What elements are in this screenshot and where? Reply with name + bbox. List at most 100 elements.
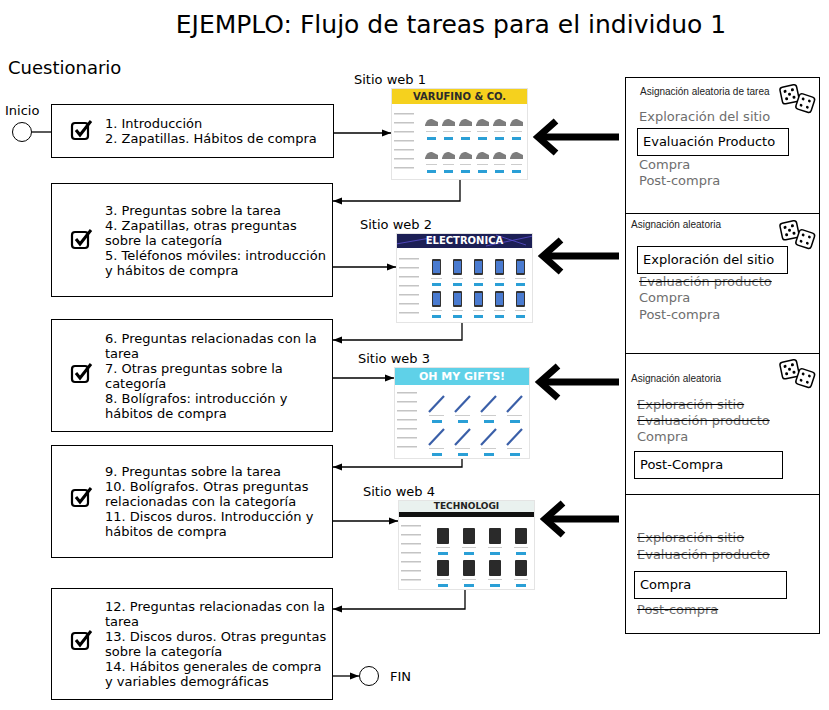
- flow-connector: [333, 459, 462, 467]
- website-screenshot: Sitio web 4TECHNOLOGI: [398, 500, 535, 590]
- selected-task-box: Compra: [634, 571, 787, 599]
- site-banner: [394, 367, 530, 385]
- check-icon: [72, 364, 91, 382]
- site-banner: [391, 88, 528, 104]
- check-icon: [72, 121, 91, 139]
- site-band: [398, 512, 535, 517]
- assignment-arrow: [545, 516, 619, 523]
- sidebar: [397, 391, 421, 453]
- questionnaire-box: 6. Preguntas relacionadas con la tarea7.…: [51, 319, 333, 432]
- terminal-circle: FIN: [359, 666, 379, 686]
- check-icon: [72, 230, 91, 248]
- section-heading: Cuestionario: [8, 57, 121, 79]
- website-banner-text: ELECTRONICA: [397, 235, 532, 247]
- question-item: 2. Zapatillas. Hábitos de compra: [105, 131, 330, 146]
- flow-connector: [334, 132, 391, 133]
- task-option: Post-compra: [639, 307, 720, 323]
- diagram-title: EJEMPLO: Flujo de tareas para el individ…: [80, 10, 822, 40]
- question-item: 5. Teléfonos móviles: introducción y háb…: [105, 248, 329, 278]
- flow-connector: [333, 590, 465, 609]
- question-item: 3. Preguntas sobre la tarea: [105, 203, 329, 218]
- task-option: Exploración del sitio: [639, 109, 770, 125]
- product-grid: [423, 112, 525, 178]
- question-item: 4. Zapatillas, otras preguntas sobre la …: [105, 218, 329, 248]
- assignment-cell: Compra Exploración sitioEvaluación produc…: [625, 494, 820, 634]
- website-banner-text: TECHNOLOGI: [399, 501, 534, 512]
- page-ground: [391, 88, 528, 180]
- task-option: Exploración sitio: [637, 530, 744, 546]
- assignment-arrow: [538, 134, 619, 141]
- flow-connector: [333, 675, 359, 676]
- flow-connector: [333, 520, 398, 521]
- sidebar: [399, 255, 423, 317]
- assignment-heading: Asignación aleatoria de tarea: [640, 86, 770, 98]
- task-option: Compra: [637, 429, 688, 445]
- terminal-circle: Inicio: [12, 122, 32, 142]
- website-screenshot-art: [396, 233, 533, 323]
- product-grid: [430, 526, 534, 590]
- task-option: Compra: [639, 157, 690, 173]
- terminal-label: Inicio: [5, 103, 39, 118]
- product-grid: [424, 393, 528, 459]
- page-ground: [398, 500, 535, 590]
- sidebar: [394, 110, 418, 172]
- questionnaire-box: 9. Preguntas sobre la tarea10. Bolígrafo…: [51, 445, 333, 558]
- assignment-heading: Asignación aleatoria: [631, 219, 721, 231]
- website-screenshot-art: [398, 500, 535, 590]
- terminal-label: FIN: [390, 669, 411, 684]
- website-title: Sitio web 2: [360, 217, 432, 232]
- site-banner: [398, 500, 535, 512]
- website-title: Sitio web 1: [354, 72, 426, 87]
- selected-task: Compra: [640, 577, 691, 593]
- website-banner-text: VARUFINO & CO.: [392, 91, 527, 103]
- product-grid: [426, 257, 531, 321]
- website-banner-text: OH MY GIFTS!: [395, 370, 529, 383]
- question-item: 10. Bolígrafos. Otras preguntas relacion…: [105, 479, 329, 509]
- flow-connector: [32, 131, 51, 132]
- question-item: 12. Preguntas relacionadas con la tarea: [105, 599, 329, 629]
- website-screenshot-art: [394, 367, 530, 459]
- check-icon: [72, 631, 91, 649]
- website-title: Sitio web 3: [358, 351, 430, 366]
- task-option: Compra: [639, 290, 690, 306]
- question-item: 6. Preguntas relacionadas con la tarea: [105, 331, 329, 361]
- task-option: Exploración sitio: [637, 397, 744, 413]
- questionnaire-box: 1. Introducción2. Zapatillas. Hábitos de…: [51, 104, 334, 158]
- page-ground: [396, 233, 533, 323]
- question-item: 1. Introducción: [105, 116, 330, 131]
- task-option: Evaluación producto: [637, 547, 770, 563]
- question-item: 13. Discos duros. Otras preguntas sobre …: [105, 629, 329, 659]
- selected-task: Post-Compra: [640, 457, 723, 473]
- check-icon: [72, 488, 91, 506]
- question-item: 8. Bolígrafos: introducción y hábitos de…: [105, 391, 329, 421]
- website-screenshot: Sitio web 3OH MY GIFTS!: [394, 367, 530, 459]
- dice-icon: [779, 220, 815, 249]
- flow-connector: [333, 323, 462, 340]
- selected-task: Evaluación Producto: [643, 134, 775, 150]
- question-item: 7. Otras preguntas sobre la categoría: [105, 361, 329, 391]
- site-banner: [396, 233, 533, 248]
- selected-task-box: Exploración del sitio: [637, 246, 788, 274]
- task-option: Evaluación producto: [639, 274, 772, 290]
- assignment-arrow: [540, 379, 619, 386]
- assignment-arrow: [543, 253, 619, 260]
- website-screenshot: Sitio web 1VARUFINO & CO.: [391, 88, 528, 180]
- selected-task-box: Evaluación Producto: [637, 128, 789, 156]
- page-ground: [394, 367, 530, 459]
- assignment-cell: Evaluación Producto Asignación aleatoria …: [625, 77, 820, 214]
- question-item: 11. Discos duros. Introducción y hábitos…: [105, 509, 329, 539]
- task-option: Post-compra: [637, 602, 718, 618]
- website-screenshot: Sitio web 2ELECTRONICA: [396, 233, 533, 323]
- dice-icon: [779, 359, 815, 388]
- questionnaire-box: 3. Preguntas sobre la tarea4. Zapatillas…: [51, 183, 333, 297]
- task-option: Evaluación producto: [637, 413, 770, 429]
- assignment-heading: Asignación aleatoria: [631, 373, 721, 385]
- sidebar: [401, 522, 425, 584]
- flow-connector: [333, 377, 394, 378]
- website-title: Sitio web 4: [363, 484, 435, 499]
- task-option: Post-compra: [639, 173, 720, 189]
- question-item: 14. Hábitos generales de compra y variab…: [105, 659, 329, 689]
- assignment-cell: Post-Compra Asignación aleatoriaExploraci…: [625, 353, 820, 495]
- banner-lines: [396, 235, 533, 246]
- assignment-cell: Exploración del sitio Asignación aleatori…: [625, 213, 820, 354]
